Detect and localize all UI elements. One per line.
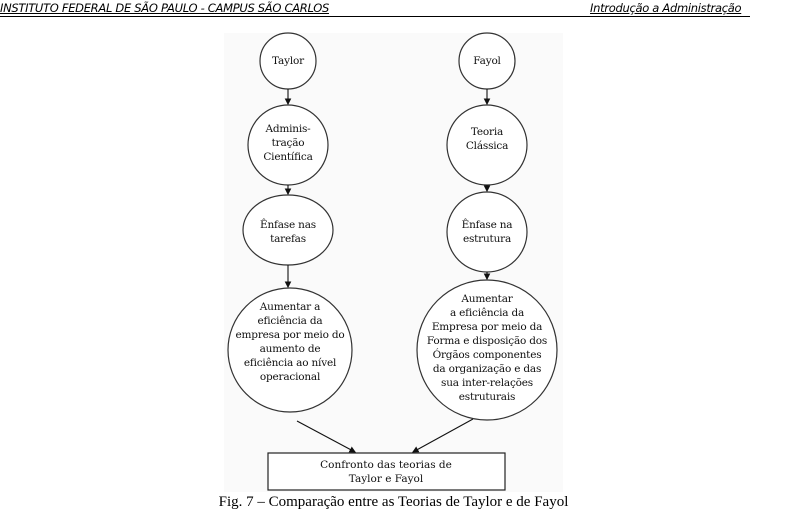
label-administracao-cientifica: Adminis- tração Científica	[263, 123, 313, 163]
label-fayol: Fayol	[473, 55, 501, 67]
header-institution: INSTITUTO FEDERAL DE SÃO PAULO - CAMPUS …	[0, 1, 329, 15]
label-teoria-classica: Teoria Clássica	[465, 126, 509, 152]
header-course-title: Introdução a Administração	[590, 1, 742, 15]
header-rule	[0, 16, 750, 17]
figure-caption: Fig. 7 – Comparação entre as Teorias de …	[218, 494, 569, 510]
label-enfase-estrutura: Ênfase na estrutura	[461, 219, 513, 245]
label-enfase-tarefas: Ênfase nas tarefas	[260, 219, 316, 245]
label-taylor-objetivo: Aumentar a eficiência da empresa por mei…	[235, 301, 345, 383]
node-confronto	[267, 452, 506, 491]
arrow-fayol-to-confronto	[412, 418, 474, 453]
label-taylor: Taylor	[272, 55, 304, 67]
arrow-taylor-to-confronto	[296, 420, 356, 453]
label-fayol-objetivo: Aumentar a eficiência da Empresa por mei…	[426, 293, 548, 403]
label-confronto: Confronto das teorias de Taylor e Fayol	[320, 459, 452, 485]
